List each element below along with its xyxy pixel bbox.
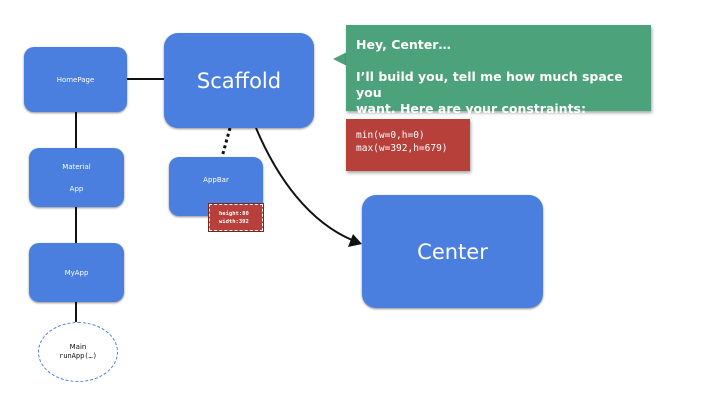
appbar-width-text: width:392 — [219, 219, 249, 225]
myapp-node: MyApp — [29, 243, 124, 302]
scaffold-node: Scaffold — [164, 33, 314, 128]
speech-callout: Hey, Center… I’ll build you, tell me how… — [346, 25, 651, 116]
callout-line2: I’ll build you, tell me how much space y… — [356, 69, 623, 100]
center-node: Center — [362, 195, 543, 308]
appbar-height-text: height:80 — [219, 211, 249, 217]
arrowhead-center — [348, 234, 362, 247]
main-label-line1: Main — [69, 342, 87, 351]
callout-tail — [333, 52, 347, 66]
homepage-label: HomePage — [56, 75, 95, 84]
connector-scaffold-appbar — [220, 127, 232, 158]
max-constraint-text: max(w=392,h=679) — [356, 143, 448, 154]
scaffold-label: Scaffold — [196, 68, 282, 93]
min-constraint-text: min(w=0,h=0) — [356, 130, 425, 141]
main-label-line2: runApp(…) — [59, 352, 97, 360]
myapp-label: MyApp — [64, 268, 89, 277]
material-app-label-line2: App — [69, 184, 84, 193]
appbar-label: AppBar — [203, 175, 229, 184]
appbar-size-tag: height:80 width:392 — [208, 203, 264, 232]
homepage-node: HomePage — [24, 47, 127, 112]
callout-line1: Hey, Center… — [356, 37, 451, 52]
material-app-node: Material App — [29, 148, 124, 207]
callout-line3: want. Here are your constraints: — [356, 101, 586, 116]
main-node: Main runApp(…) — [38, 322, 118, 382]
arrow-scaffold-center — [255, 127, 353, 241]
material-app-label-line1: Material — [62, 162, 91, 171]
center-label: Center — [417, 239, 488, 264]
constraints-box: min(w=0,h=0) max(w=392,h=679) — [346, 119, 470, 171]
